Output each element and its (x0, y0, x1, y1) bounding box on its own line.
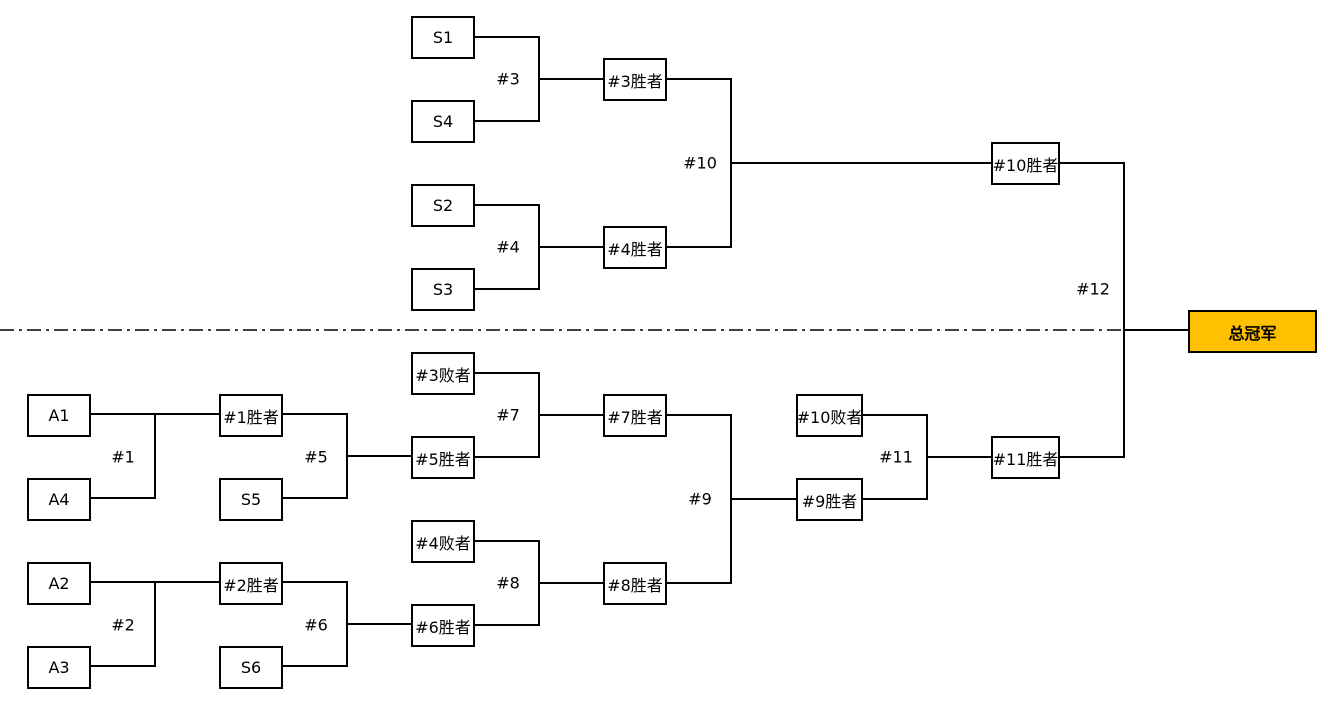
box-loser-10: #10败者 (796, 394, 863, 437)
box-S5: S5 (219, 478, 283, 521)
box-champion: 总冠军 (1188, 310, 1317, 353)
box-winner-9: #9胜者 (796, 478, 863, 521)
box-S2: S2 (411, 184, 475, 227)
box-winner-5: #5胜者 (411, 436, 475, 479)
match-label-7: #7 (496, 405, 520, 425)
box-A4: A4 (27, 478, 91, 521)
box-winner-7: #7胜者 (603, 394, 667, 437)
box-winner-1: #1胜者 (219, 394, 283, 437)
box-S4: S4 (411, 100, 475, 143)
box-winner-10: #10胜者 (991, 142, 1060, 185)
match-label-10: #10 (683, 153, 717, 173)
box-S3: S3 (411, 268, 475, 311)
box-winner-3: #3胜者 (603, 58, 667, 101)
box-A3: A3 (27, 646, 91, 689)
connector-m12 (1060, 162, 1125, 458)
match-label-4: #4 (496, 237, 520, 257)
box-S6: S6 (219, 646, 283, 689)
match-label-12: #12 (1076, 279, 1110, 299)
connector-m2 (91, 581, 156, 667)
connector-m1 (91, 413, 156, 499)
match-label-2: #2 (111, 615, 135, 635)
box-loser-4: #4败者 (411, 520, 475, 563)
match-label-8: #8 (496, 573, 520, 593)
box-winner-2: #2胜者 (219, 562, 283, 605)
box-winner-11: #11胜者 (991, 436, 1060, 479)
match-label-1: #1 (111, 447, 135, 467)
match-label-5: #5 (304, 447, 328, 467)
box-A1: A1 (27, 394, 91, 437)
box-winner-6: #6胜者 (411, 604, 475, 647)
box-A2: A2 (27, 562, 91, 605)
match-label-3: #3 (496, 69, 520, 89)
match-label-11: #11 (879, 447, 913, 467)
box-winner-8: #8胜者 (603, 562, 667, 605)
box-winner-4: #4胜者 (603, 226, 667, 269)
match-label-6: #6 (304, 615, 328, 635)
match-label-9: #9 (688, 489, 712, 509)
box-S1: S1 (411, 16, 475, 59)
box-loser-3: #3败者 (411, 352, 475, 395)
